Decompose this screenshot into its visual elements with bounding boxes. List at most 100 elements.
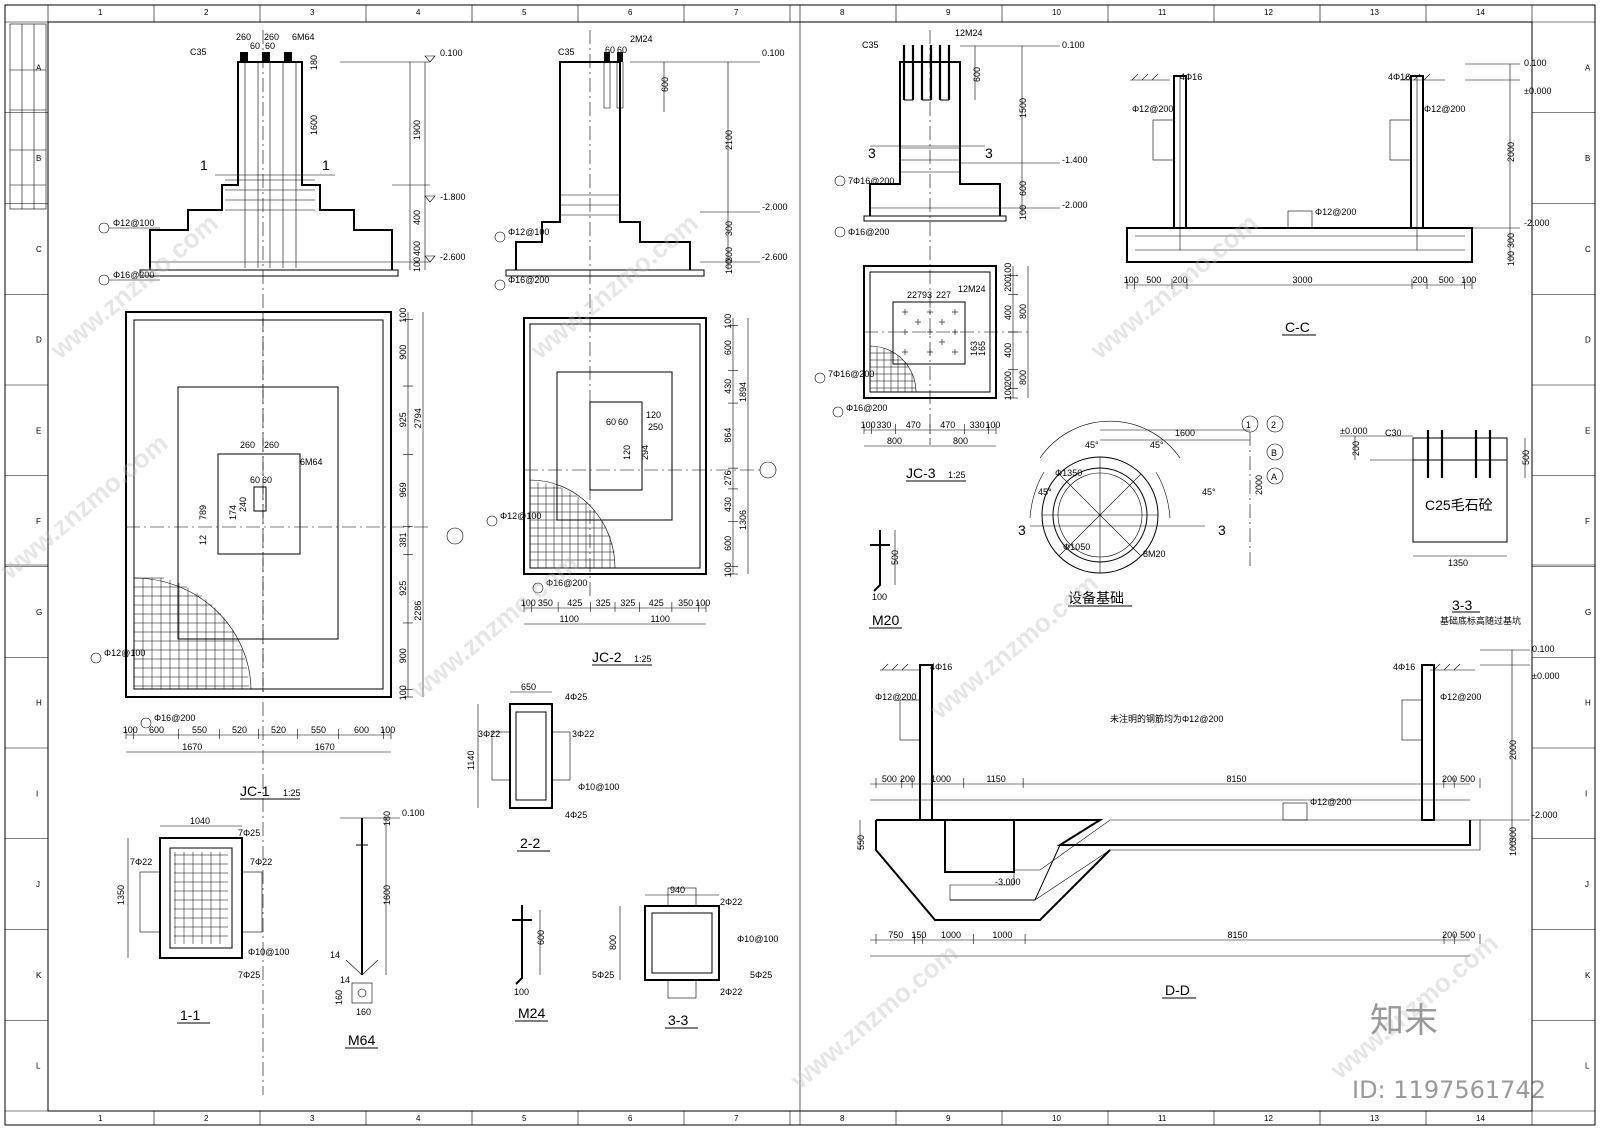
grid-row-right-K: K	[1585, 971, 1591, 980]
s11-bar-1: 7Φ25	[238, 828, 260, 838]
grid-col-bottom-4: 4	[416, 1114, 421, 1123]
jc3-plan-hdim-5: 330	[970, 420, 985, 430]
cc-elev-zero: ±0.000	[1524, 86, 1551, 96]
jc2-plan-vdim-7: 600	[723, 536, 733, 551]
jc1-plan-hdim-8: 100	[380, 725, 395, 735]
jc3-title: JC-3	[906, 465, 936, 481]
jc3-plan-hdim-3: 470	[906, 420, 921, 430]
dd-rebar-right: 4Φ16	[1393, 662, 1415, 672]
cc-hdim-1: 100	[1124, 275, 1139, 285]
jc3-dim-v4: 100	[1018, 205, 1028, 220]
jc1-plan: 260 260 6M64 60 60 789 174 240 12 Φ12@10…	[90, 308, 464, 800]
grid-row-left-G: G	[36, 608, 42, 617]
jc2-plan-hdim-6: 425	[649, 598, 664, 608]
cc-hdim-2: 500	[1146, 275, 1161, 285]
section-c-c: 4Φ16 4Φ16 Φ12@200 Φ12@200 Φ12@200 0.100 …	[1124, 58, 1551, 336]
grid-col-bottom-9: 9	[946, 1114, 951, 1123]
jc3-plan-dim-c: 227	[936, 290, 951, 300]
jc2-plan-vdim-6: 430	[723, 497, 733, 512]
jc2-dim-v2: 2100	[724, 130, 734, 150]
watermark-brand: 知末	[1370, 1001, 1438, 1041]
jc1-dim-top-4: 60	[265, 41, 275, 51]
jc2-plan-vdim-5: 276	[723, 470, 733, 485]
s33-title: 3-3	[668, 1012, 688, 1028]
grid-row-right-G: G	[1585, 608, 1591, 617]
s11-title: 1-1	[180, 1007, 200, 1023]
grid-row-left-A: A	[36, 63, 42, 72]
jc3-dim-v3: 600	[1018, 181, 1028, 196]
jc2-dim-v1: 600	[660, 77, 670, 92]
jc1-plan-dim-f: 174	[228, 505, 238, 520]
grid-row-left-C: C	[36, 245, 42, 254]
grid-col-bottom-7: 7	[734, 1114, 739, 1123]
s33-bar-5: 2Φ22	[720, 987, 742, 997]
grid-row-right-J: J	[1585, 880, 1589, 889]
dd-botdim-1: 750	[888, 930, 903, 940]
s33b-dim-1: 200	[1351, 441, 1361, 456]
jc3-plan-dim-e: 163	[969, 341, 979, 356]
jc2-plan-vtot-1: 1894	[738, 382, 748, 402]
jc3-elevation: C35 12M24 0.100 -1.400 -2.000 600 1500 6…	[834, 28, 1088, 445]
jc1-plan-dim-e: 789	[198, 505, 208, 520]
jc1-dim-v6: 100	[412, 257, 422, 272]
jc3-elev-bar1: 7Φ16@200	[848, 176, 894, 186]
grid-col-bottom-5: 5	[522, 1114, 527, 1123]
dd-elev-pit: -3.000	[995, 877, 1021, 887]
jc1-plan-dim-b: 260	[264, 440, 279, 450]
jc2-plan-dim-d: 250	[648, 422, 663, 432]
jc1-plan-bar1: Φ12@100	[104, 648, 145, 658]
s33-bar-2: 5Φ25	[592, 970, 614, 980]
jc1-bolt-label: 6M64	[292, 32, 315, 42]
jc3-plan-vdim-1: 100	[1003, 263, 1013, 278]
jc2-plan-dim-f: 120	[622, 445, 632, 460]
jc3-elev-top: 0.100	[1062, 40, 1085, 50]
grid-col-top-13: 13	[1370, 8, 1379, 17]
s33-bar-4: Φ10@100	[737, 934, 778, 944]
grid-col-top-7: 7	[734, 8, 739, 17]
grid-row-left-J: J	[36, 880, 40, 889]
jc2-plan-hdim-3: 425	[567, 598, 582, 608]
jc1-plan-htot-1: 1670	[182, 742, 202, 752]
dd-title: D-D	[1165, 982, 1190, 998]
watermark-url-5: www.znzmo.com	[1084, 208, 1264, 366]
watermark-url-2: www.znzmo.com	[404, 548, 584, 706]
jc2-dim-top-1: 60	[605, 45, 615, 55]
equip-radius-1: Φ1350	[1055, 468, 1082, 478]
jc1-concrete-label: C35	[190, 47, 207, 57]
jc1-plan-vdim-1: 100	[398, 308, 408, 323]
jc1-plan-dim-c: 60	[250, 475, 260, 485]
dd-botdim-4: 1000	[992, 930, 1012, 940]
jc2-plan-hdim-1: 100	[521, 598, 536, 608]
s11-bar-4: 7Φ25	[238, 970, 260, 980]
jc2-plan-htot-1: 1100	[560, 614, 579, 624]
jc3-plan-htot-2: 800	[953, 436, 968, 446]
jc3-plan-vdim-4: 400	[1003, 343, 1013, 358]
grid-row-left-H: H	[36, 699, 42, 708]
jc1-plan-dim-a: 260	[240, 440, 255, 450]
s33-dim-w: 940	[670, 885, 685, 895]
jc2-elev-bar1: Φ12@100	[508, 227, 549, 237]
jc2-elev-bar2: Φ16@200	[508, 275, 549, 285]
dd-topdim-6: 200	[1442, 774, 1457, 784]
equip-axis-1: 1	[1246, 420, 1251, 430]
jc3-section-mark-left: 3	[868, 145, 876, 161]
s33b-concrete: C30	[1385, 428, 1402, 438]
m20-title: M20	[872, 612, 899, 628]
dd-topdim-5: 8150	[1226, 774, 1246, 784]
equip-dim-w: 1600	[1175, 428, 1195, 438]
jc1-elev-bot: -2.600	[440, 252, 466, 262]
s33-bar-1: 2Φ22	[720, 897, 742, 907]
grid-row-left-L: L	[36, 1062, 41, 1071]
cc-bar-bottom: Φ12@200	[1315, 207, 1356, 217]
grid-col-bottom-3: 3	[310, 1114, 315, 1123]
jc1-plan-htot-2: 1670	[315, 742, 335, 752]
cc-bar-left: Φ12@200	[1132, 104, 1173, 114]
dd-topdim-3: 1000	[931, 774, 951, 784]
jc3-plan-dim-b: 93	[922, 290, 932, 300]
watermark-layer: www.znzmo.com www.znzmo.com www.znzmo.co…	[0, 208, 1546, 1104]
cc-rebar-left: 4Φ16	[1180, 72, 1202, 82]
jc1-plan-hdim-3: 550	[192, 725, 207, 735]
cc-dim-v3: 100	[1506, 251, 1516, 266]
jc2-plan-vdim-2: 600	[723, 340, 733, 355]
